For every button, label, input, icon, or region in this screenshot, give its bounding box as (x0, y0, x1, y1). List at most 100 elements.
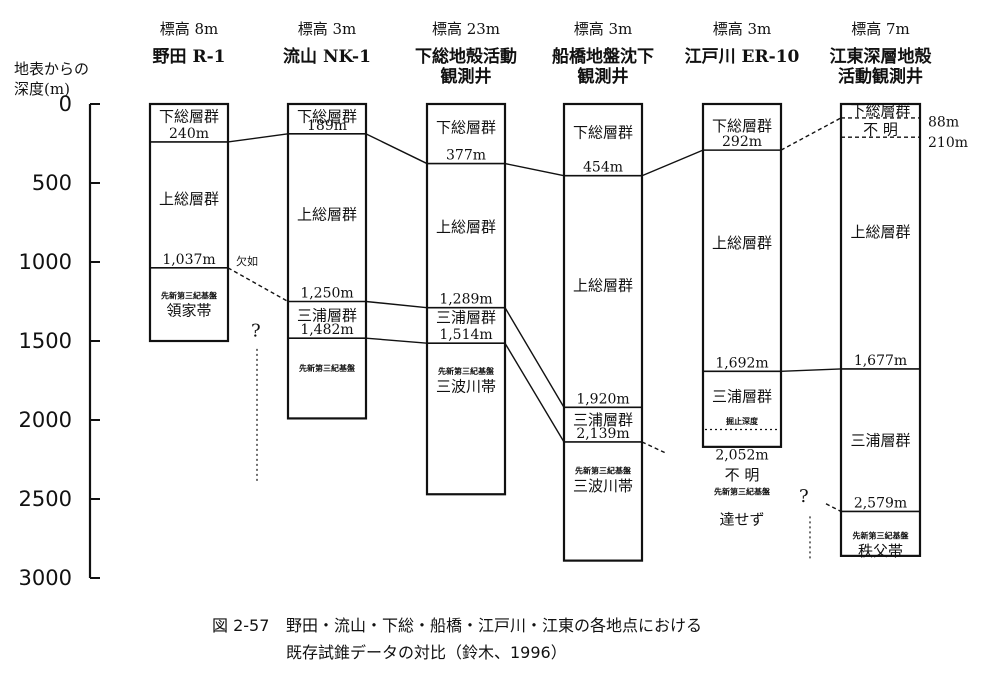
well-name: 活動観測井 (838, 66, 923, 87)
boundary-depth-label: 2,139m (576, 426, 629, 442)
axis-label-line1: 地表からの (14, 60, 89, 78)
unit-label: 上総層群 (297, 206, 357, 224)
unit-label: 下総層群 (573, 123, 633, 141)
unit-label: 不 明 (863, 120, 898, 138)
edogawa-below-notreached: 達せず (719, 510, 764, 528)
well-name: 船橋地盤沈下 (552, 46, 654, 67)
edogawa-below-depth: 2,052m (715, 448, 768, 464)
unit-label: 上総層群 (573, 277, 633, 295)
well-name: 観測井 (441, 66, 492, 87)
boundary-depth-label: 377m (446, 148, 486, 164)
well-column (286, 102, 368, 420)
boundary-depth-label: 1,289m (439, 292, 492, 308)
correlation-line (504, 162, 565, 177)
well-name: 下総地殻活動 (415, 46, 517, 67)
basement-label: 先新第三紀基盤 (299, 363, 356, 373)
figure-caption: 図 2-57 野田・流山・下総・船橋・江戸川・江東の各地点における 既存試錐デー… (212, 616, 702, 662)
well-elevation: 標高 8m (160, 20, 219, 38)
unit-label: 上総層群 (436, 218, 496, 236)
well-name: 江東深層地殻 (830, 46, 933, 67)
boundary-depth-label: 1,692m (715, 355, 768, 371)
unit-label: 三浦層群 (297, 307, 357, 325)
axis-tick-label: 1500 (19, 329, 72, 353)
well-name: 流山 NK-1 (283, 46, 371, 67)
unit-label: 下総層群 (712, 117, 772, 135)
well-elevation: 標高 3m (574, 20, 633, 38)
basement-belt-label: 領家帯 (166, 302, 211, 320)
unit-label: 三浦層群 (436, 308, 496, 326)
edogawa-below-basement: 先新第三紀基盤 (714, 486, 771, 496)
basement-label: 先新第三紀基盤 (438, 366, 495, 376)
correlation-line (365, 133, 428, 165)
correlation-line (227, 133, 289, 143)
well-column (562, 102, 644, 562)
well-name: 観測井 (578, 66, 629, 87)
well-elevation: 標高 3m (298, 20, 357, 38)
well-name: 野田 R-1 (153, 47, 226, 67)
well-column (839, 102, 922, 557)
basement-label: 先新第三紀基盤 (575, 466, 632, 476)
unit-label: 下総層群 (159, 108, 219, 126)
basement-belt-label: 三波川帯 (436, 378, 496, 396)
basement-belt-label: 三波川帯 (573, 477, 633, 495)
question-mark: ? (251, 320, 261, 341)
boundary-depth-label: 1,482m (300, 322, 353, 338)
unit-label: 三浦層群 (712, 387, 772, 405)
boundary-depth-label: 2,579m (854, 495, 907, 511)
unit-label: 下総層群 (850, 101, 910, 119)
correlation-line (504, 307, 565, 408)
drilling-stop-note: 掘止深度 (726, 416, 759, 426)
well-elevation: 標高 7m (851, 20, 910, 38)
boundary-depth-label: 1,677m (854, 353, 907, 369)
caption-line1: 野田・流山・下総・船橋・江戸川・江東の各地点における (286, 616, 702, 635)
axis-tick-label: 3000 (19, 566, 72, 590)
boundary-depth-label: 1,920m (576, 391, 629, 407)
boundary-depth-label: 454m (583, 160, 623, 176)
boundary-depth-label: 292m (722, 134, 762, 150)
unit-label: 下総層群 (297, 108, 357, 126)
side-depth-label: 210m (928, 135, 968, 151)
well-elevation: 標高 23m (432, 20, 500, 38)
well-column (148, 102, 230, 343)
basement-label: 先新第三紀基盤 (161, 290, 218, 300)
caption-line2: 既存試錐データの対比（鈴木、1996） (286, 643, 567, 662)
well-shimousa: 標高 23m下総地殻活動観測井377m1,289m1,514m下総層群上総層群三… (415, 20, 517, 496)
correlation-line-dashed (780, 117, 842, 151)
correlation-line (365, 300, 428, 309)
correlation-line (641, 149, 704, 177)
correlation-line-dashed (825, 503, 842, 513)
axis-tick-label: 1000 (19, 250, 72, 274)
well-column (425, 102, 507, 496)
well-name: 江戸川 ER-10 (685, 47, 800, 67)
basement-belt-label: 秩父帯 (858, 542, 903, 560)
unit-label: 三浦層群 (573, 411, 633, 429)
edogawa-below-unknown: 不 明 (725, 466, 760, 484)
boundary-depth-label: 240m (169, 126, 209, 142)
axis-tick-label: 2000 (19, 408, 72, 432)
axis-tick-label: 0 (59, 92, 72, 116)
unit-label: 三浦層群 (850, 432, 910, 450)
correlation-line (504, 342, 565, 443)
question-mark: ? (799, 486, 809, 507)
boundary-depth-label: 189m (307, 118, 347, 134)
unit-label: 上総層群 (850, 223, 910, 241)
well-column (701, 102, 783, 448)
correlation-line-dashed (227, 267, 289, 303)
axis-tick-label: 2500 (19, 487, 72, 511)
absent-label: 欠如 (236, 254, 258, 268)
correlation-line (780, 368, 842, 373)
basement-label: 先新第三紀基盤 (853, 531, 910, 541)
well-elevation: 標高 3m (713, 20, 772, 38)
correlation-line-dashed (641, 441, 667, 454)
boundary-depth-label: 1,037m (162, 252, 215, 268)
boundary-depth-label: 1,514m (439, 327, 492, 343)
unit-label: 上総層群 (159, 190, 219, 208)
axis-tick-label: 500 (32, 171, 72, 195)
